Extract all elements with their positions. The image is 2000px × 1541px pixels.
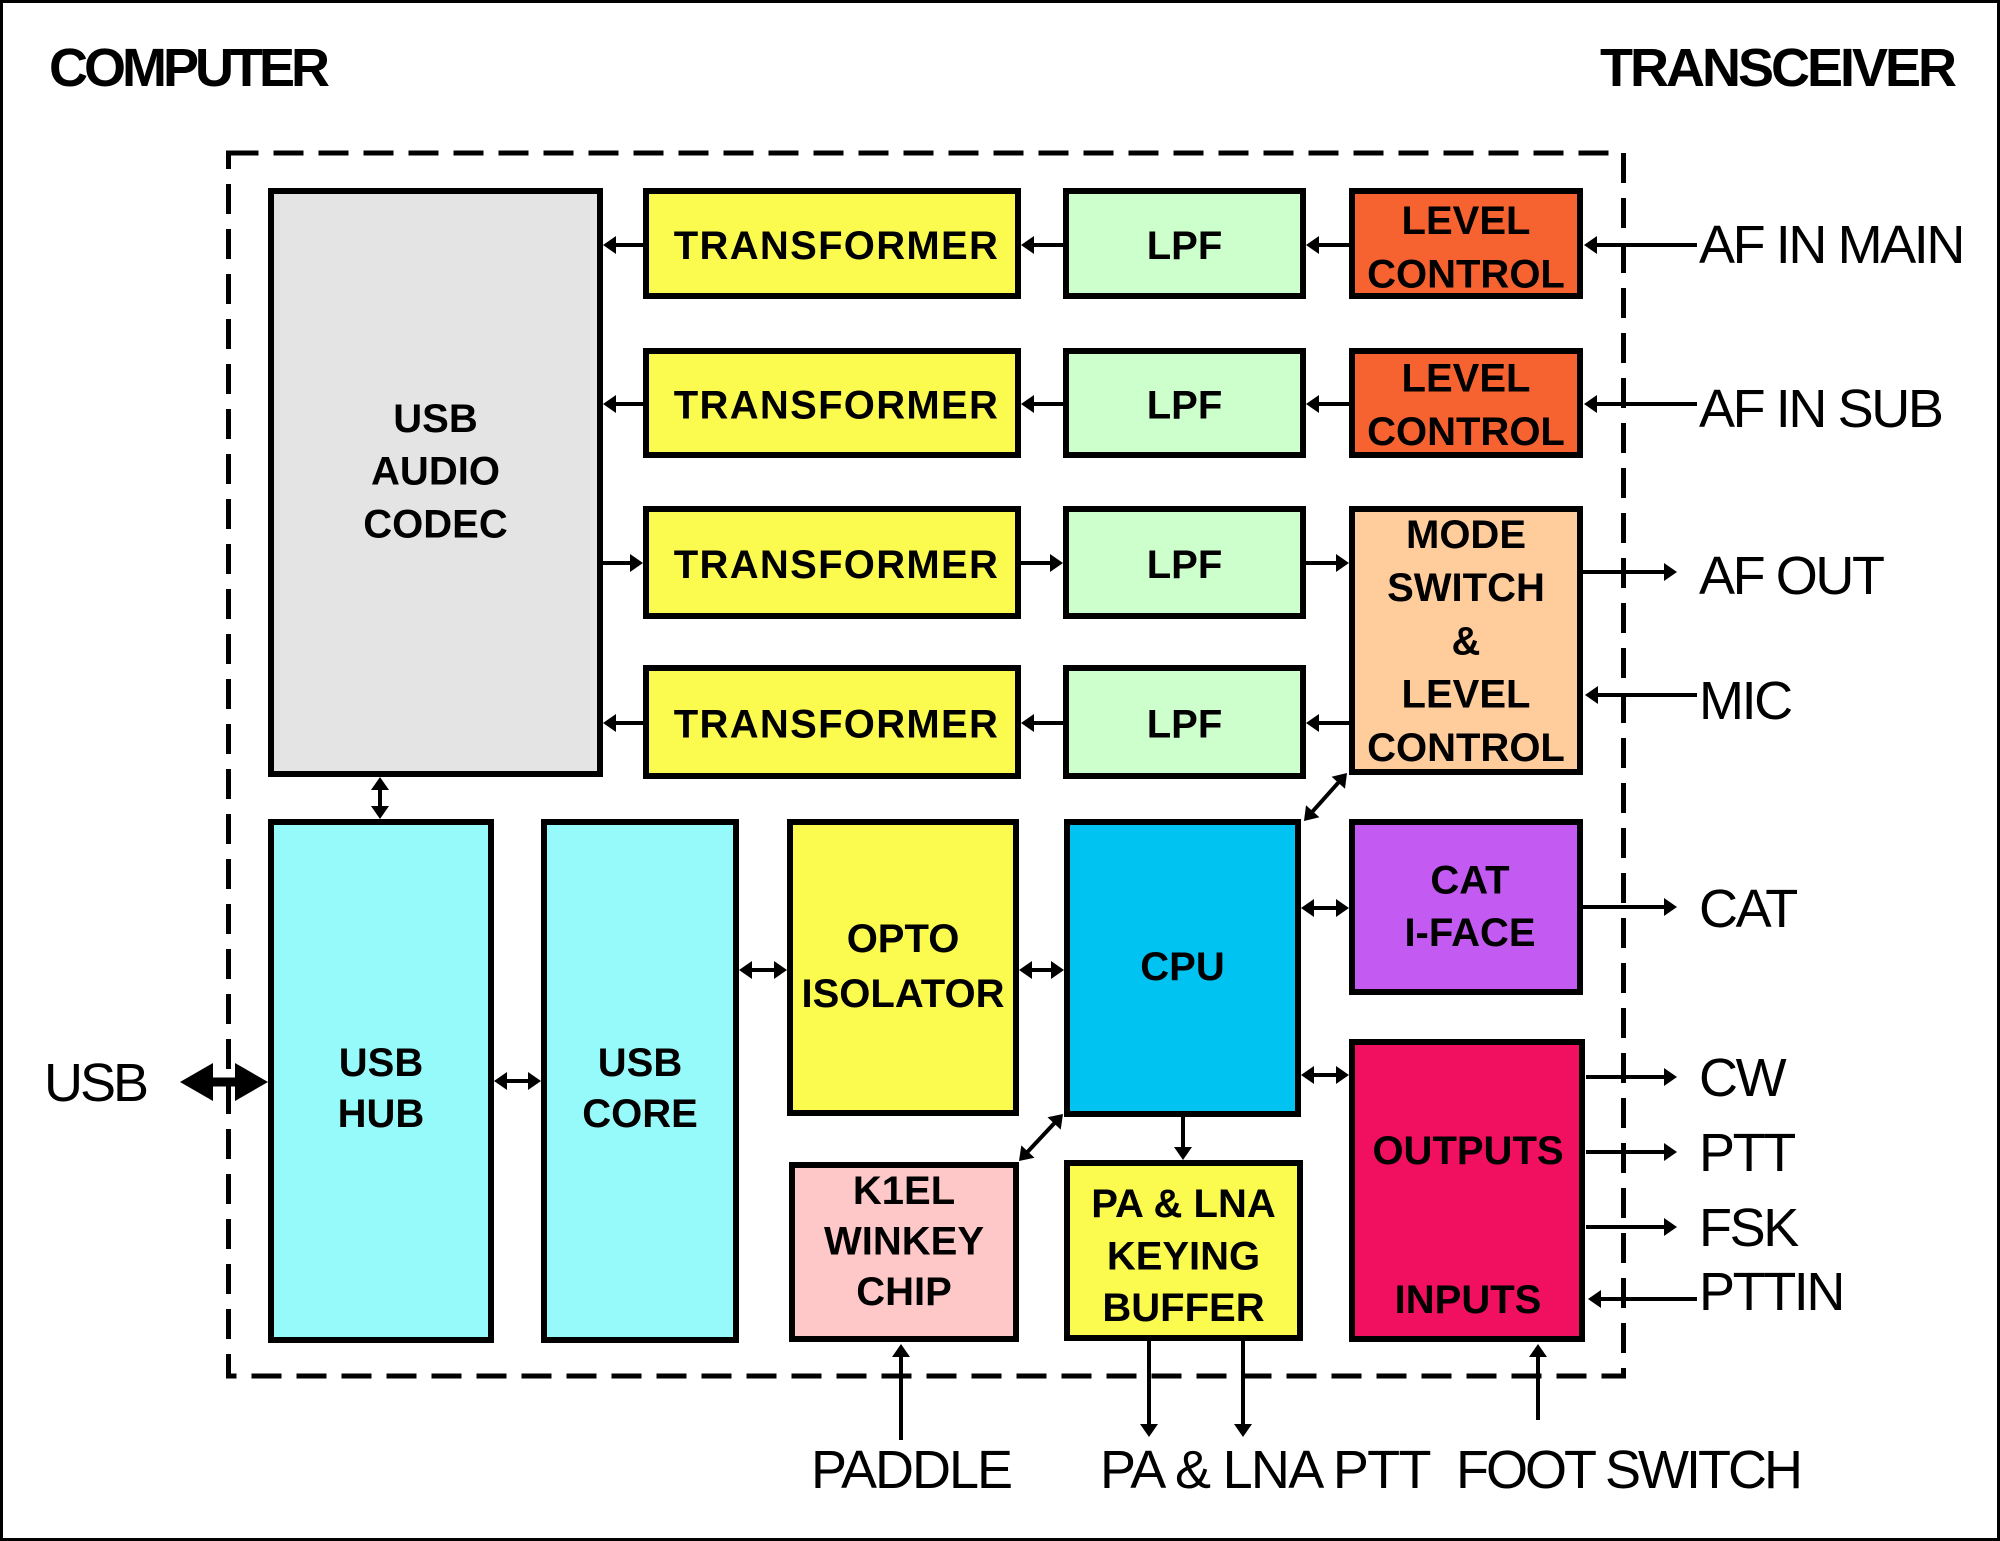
svg-text:INPUTS: INPUTS xyxy=(1395,1278,1542,1322)
svg-text:CAT: CAT xyxy=(1699,879,1797,939)
svg-text:KEYING: KEYING xyxy=(1107,1234,1260,1278)
svg-text:TRANSFORMER: TRANSFORMER xyxy=(674,702,999,746)
svg-text:PTTIN: PTTIN xyxy=(1699,1262,1843,1322)
svg-text:OUTPUTS: OUTPUTS xyxy=(1372,1129,1563,1173)
svg-text:TRANSFORMER: TRANSFORMER xyxy=(674,224,999,268)
svg-text:AF OUT: AF OUT xyxy=(1699,546,1884,606)
svg-text:OPTO: OPTO xyxy=(847,917,960,961)
svg-text:LPF: LPF xyxy=(1147,702,1223,746)
svg-text:AF IN SUB: AF IN SUB xyxy=(1699,379,1942,439)
svg-text:USB: USB xyxy=(598,1041,682,1085)
svg-text:LEVEL: LEVEL xyxy=(1402,199,1531,243)
svg-text:USB: USB xyxy=(339,1041,423,1085)
svg-text:FSK: FSK xyxy=(1699,1198,1799,1258)
svg-text:PA & LNA PTT: PA & LNA PTT xyxy=(1100,1440,1430,1500)
svg-text:BUFFER: BUFFER xyxy=(1102,1286,1264,1330)
svg-text:CONTROL: CONTROL xyxy=(1367,253,1565,297)
svg-text:CHIP: CHIP xyxy=(856,1270,952,1314)
svg-text:USB: USB xyxy=(393,397,477,441)
svg-text:LEVEL: LEVEL xyxy=(1402,673,1531,717)
svg-text:TRANSCEIVER: TRANSCEIVER xyxy=(1600,38,1956,98)
svg-text:CODEC: CODEC xyxy=(363,502,507,546)
svg-text:CAT: CAT xyxy=(1430,858,1509,902)
svg-text:FOOT SWITCH: FOOT SWITCH xyxy=(1456,1440,1800,1500)
svg-text:AUDIO: AUDIO xyxy=(371,450,500,494)
svg-text:CPU: CPU xyxy=(1140,945,1224,989)
svg-text:TRANSFORMER: TRANSFORMER xyxy=(674,383,999,427)
svg-text:I-FACE: I-FACE xyxy=(1404,911,1535,955)
svg-text:K1EL: K1EL xyxy=(853,1169,955,1213)
svg-text:SWITCH: SWITCH xyxy=(1387,566,1545,610)
svg-text:PTT: PTT xyxy=(1699,1123,1795,1183)
svg-text:CONTROL: CONTROL xyxy=(1367,410,1565,454)
svg-text:LPF: LPF xyxy=(1147,543,1223,587)
svg-text:AF IN MAIN: AF IN MAIN xyxy=(1699,215,1963,275)
svg-text:CONTROL: CONTROL xyxy=(1367,726,1565,770)
svg-text:CW: CW xyxy=(1699,1048,1787,1108)
svg-text:HUB: HUB xyxy=(338,1092,425,1136)
svg-text:PA & LNA: PA & LNA xyxy=(1091,1182,1275,1226)
svg-text:&: & xyxy=(1452,619,1481,663)
svg-text:CORE: CORE xyxy=(582,1092,698,1136)
svg-text:MODE: MODE xyxy=(1406,513,1526,557)
svg-text:WINKEY: WINKEY xyxy=(824,1219,984,1263)
svg-text:COMPUTER: COMPUTER xyxy=(49,38,329,98)
svg-text:LPF: LPF xyxy=(1147,224,1223,268)
svg-text:USB: USB xyxy=(44,1053,147,1113)
svg-text:ISOLATOR: ISOLATOR xyxy=(802,972,1005,1016)
svg-text:LPF: LPF xyxy=(1147,383,1223,427)
svg-text:TRANSFORMER: TRANSFORMER xyxy=(674,543,999,587)
svg-text:LEVEL: LEVEL xyxy=(1402,357,1531,401)
svg-text:MIC: MIC xyxy=(1699,671,1791,731)
svg-text:PADDLE: PADDLE xyxy=(811,1440,1011,1500)
